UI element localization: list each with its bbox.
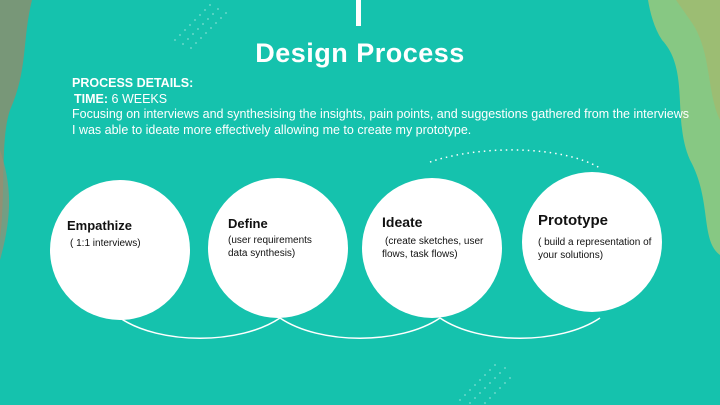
- step-subtitle: (user requirements data synthesis): [228, 235, 312, 259]
- step-title: Empathize: [67, 218, 133, 233]
- step-circle-prototype: Prototype ( build a representation of yo…: [522, 172, 662, 312]
- step-title: Prototype: [538, 212, 609, 229]
- step-circle-empathize: Empathize ( 1:1 interviews): [50, 180, 190, 320]
- top-accent-bar: [356, 0, 361, 26]
- time-label: TIME:: [74, 91, 109, 106]
- left-gradient-blob: [0, 0, 32, 240]
- connector-curve-1: [119, 317, 281, 339]
- connector-curve-2: [279, 317, 441, 339]
- step-subtitle: ( 1:1 interviews): [70, 238, 141, 249]
- time-value: 6 WEEKS: [111, 91, 168, 106]
- step-circle-ideate: Ideate (create sketches, user flows, tas…: [362, 178, 502, 318]
- step-title: Define: [228, 216, 268, 231]
- slide-title: Design Process: [255, 38, 465, 68]
- step-title: Ideate: [382, 214, 423, 230]
- connector-curve-3: [439, 317, 601, 339]
- dot-pattern-top: [174, 4, 227, 49]
- dotted-arc: [429, 149, 601, 169]
- step-subtitle: (create sketches, user flows, task flows…: [382, 236, 484, 260]
- step-subtitle: ( build a representation of your solutio…: [538, 237, 652, 261]
- right-gradient-blob: [648, 0, 720, 255]
- process-details: PROCESS DETAILS: TIME: 6 WEEKS Focusing …: [72, 76, 692, 138]
- left-gradient-blob-lower: [0, 150, 10, 260]
- step-circle-define: Define (user requirements data synthesis…: [208, 178, 348, 318]
- dot-pattern-bottom: [459, 364, 511, 404]
- time-line: TIME: 6 WEEKS: [72, 92, 692, 108]
- details-heading: PROCESS DETAILS:: [72, 76, 194, 90]
- right-gradient-blob-inner: [676, 0, 720, 120]
- process-description: Focusing on interviews and synthesising …: [72, 107, 690, 137]
